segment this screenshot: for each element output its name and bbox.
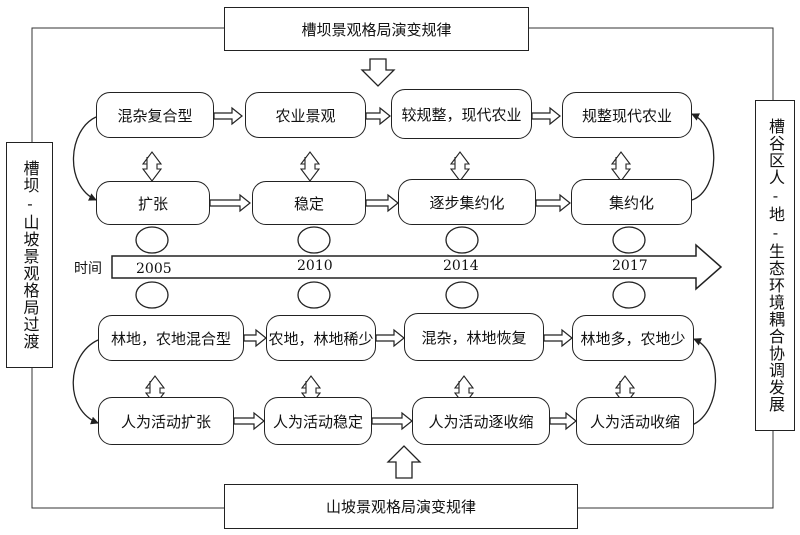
upper-trend-2010: 稳定 bbox=[252, 181, 366, 225]
top-title-box: 槽坝景观格局演变规律 bbox=[224, 7, 529, 51]
year-2014: 2014 bbox=[443, 258, 479, 274]
left-title-box: 槽坝-山坡景观格局过渡 bbox=[6, 142, 53, 368]
upper-trend-2017: 集约化 bbox=[571, 179, 692, 225]
upper-stage-2014: 较规整，现代农业 bbox=[391, 89, 532, 139]
axis-ovals bbox=[135, 226, 646, 309]
top-down-arrow bbox=[360, 58, 396, 87]
lower-stage-2010: 农地，林地稀少 bbox=[266, 315, 376, 361]
upper-stage-2017: 规整现代农业 bbox=[562, 92, 692, 138]
upper-trend-2005: 扩张 bbox=[96, 181, 210, 225]
horizontal-arrows bbox=[209, 106, 577, 431]
lower-trend-2010: 人为活动稳定 bbox=[264, 397, 372, 445]
year-2010: 2010 bbox=[297, 258, 333, 274]
year-2017: 2017 bbox=[612, 258, 648, 274]
outer-frame-lines bbox=[31, 27, 774, 509]
upper-stage-2005: 混杂复合型 bbox=[96, 92, 214, 138]
bottom-title-box: 山坡景观格局演变规律 bbox=[224, 484, 578, 529]
lower-trend-2014: 人为活动逐收缩 bbox=[412, 397, 550, 445]
upper-trend-2014: 逐步集约化 bbox=[398, 179, 536, 225]
time-axis-arrow bbox=[111, 243, 723, 291]
year-2005: 2005 bbox=[136, 261, 172, 277]
right-title-box: 槽谷区人-地-生态环境耦合协调发展 bbox=[755, 100, 795, 431]
lower-stage-2005: 林地，农地混合型 bbox=[98, 315, 244, 361]
lower-stage-2017: 林地多，农地少 bbox=[572, 315, 694, 361]
lower-stage-2014: 混杂，林地恢复 bbox=[404, 313, 544, 361]
upper-stage-2010: 农业景观 bbox=[245, 92, 366, 138]
curved-connectors bbox=[72, 113, 717, 426]
lower-trend-2017: 人为活动收缩 bbox=[576, 397, 694, 445]
bottom-up-arrow bbox=[386, 445, 422, 479]
time-label: 时间 bbox=[74, 261, 102, 277]
lower-trend-2005: 人为活动扩张 bbox=[98, 397, 234, 445]
